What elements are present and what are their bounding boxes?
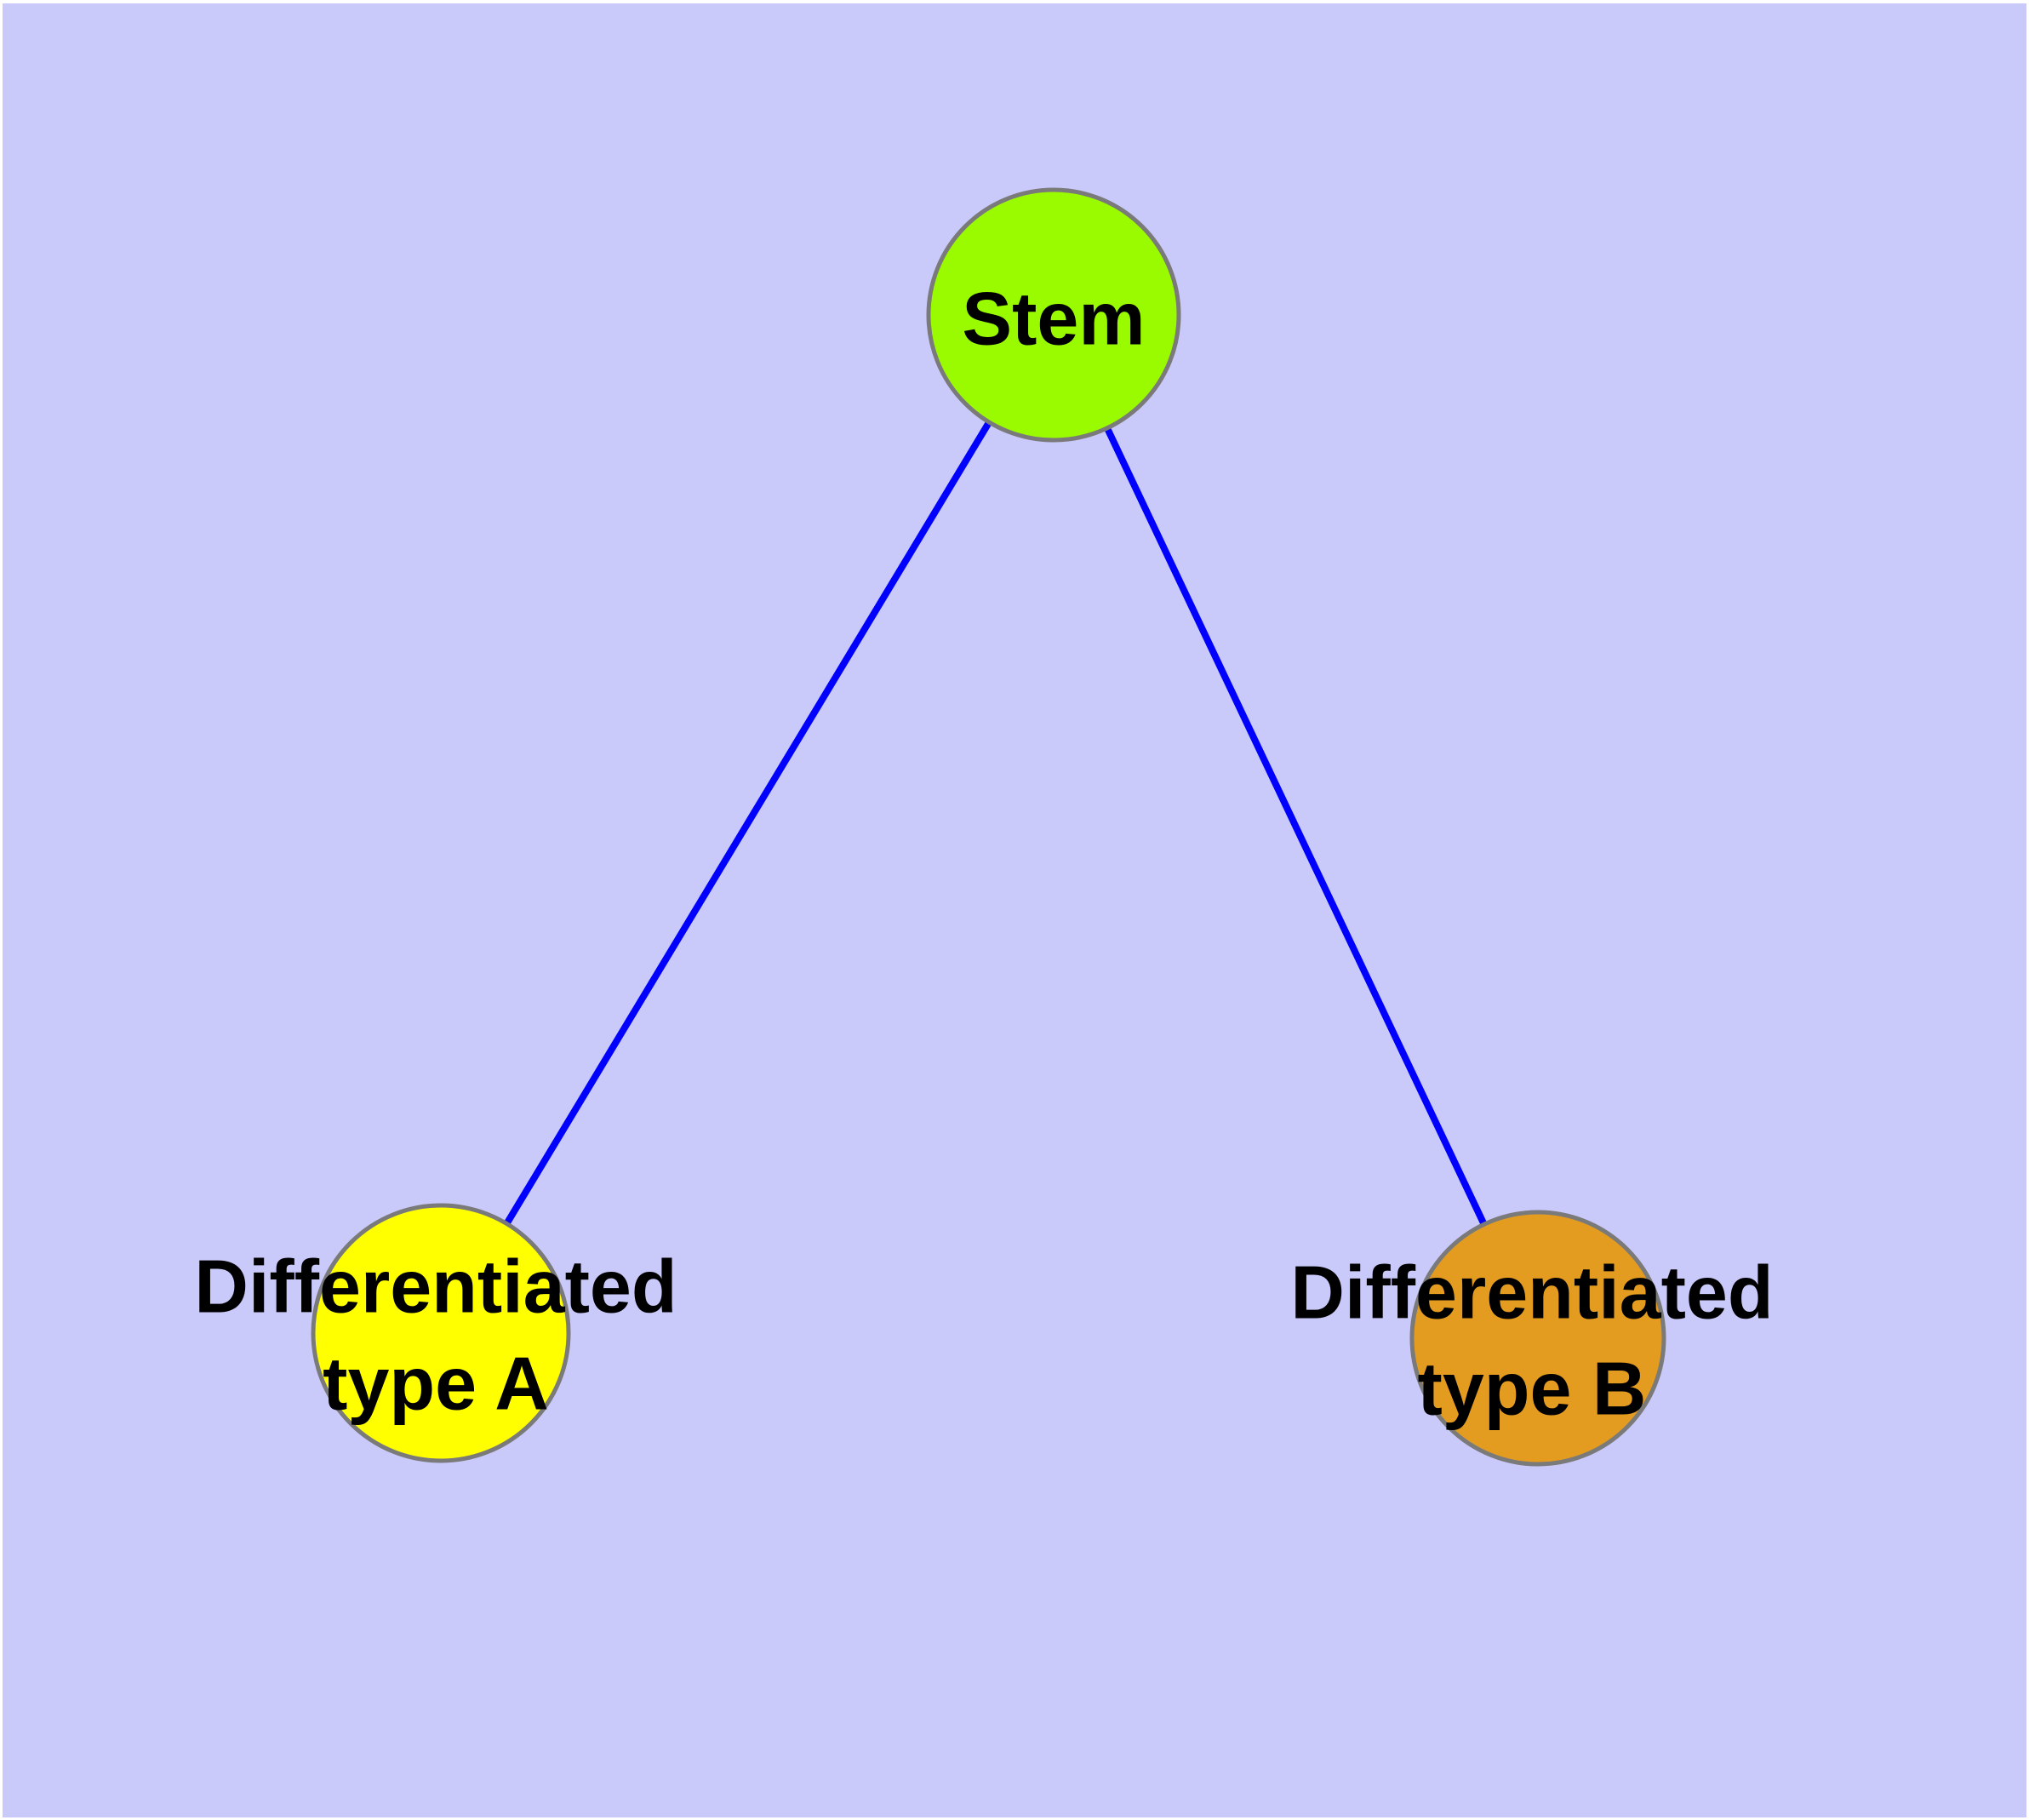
node-type-b-label-line1: Differentiated bbox=[1290, 1251, 1773, 1335]
edge-stem-to-type-b bbox=[1050, 313, 1541, 1340]
edge-stem-to-type-a bbox=[437, 312, 1057, 1336]
node-type-a-label-line1: Differentiated bbox=[194, 1245, 677, 1329]
node-type-b-label-line2: type B bbox=[1418, 1347, 1647, 1431]
node-stem-label: Stem bbox=[962, 277, 1145, 361]
node-type-b-circle bbox=[1409, 1210, 1666, 1467]
node-type-a-label-line2: type A bbox=[323, 1342, 549, 1426]
node-type-a-circle bbox=[311, 1203, 571, 1463]
node-stem-circle bbox=[926, 187, 1181, 443]
